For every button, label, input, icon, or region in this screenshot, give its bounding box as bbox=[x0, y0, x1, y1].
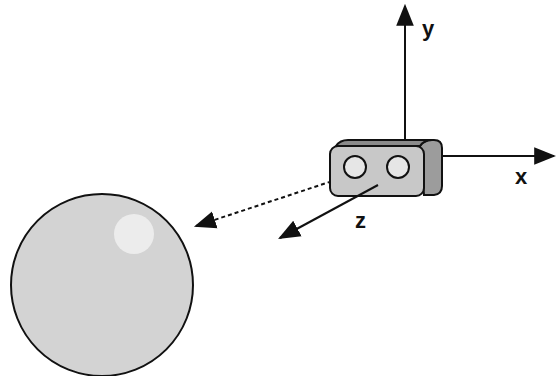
axis-label: z bbox=[355, 210, 366, 232]
axis-label: y bbox=[422, 18, 434, 40]
camera-lens bbox=[387, 156, 409, 178]
camera-lens bbox=[344, 156, 366, 178]
x-axis bbox=[442, 155, 554, 157]
sphere-highlight bbox=[114, 214, 154, 254]
sphere bbox=[11, 194, 193, 376]
z-axis bbox=[280, 185, 378, 238]
camera-front bbox=[330, 146, 424, 196]
y-axis bbox=[404, 6, 406, 140]
axis-label: x bbox=[515, 166, 527, 188]
